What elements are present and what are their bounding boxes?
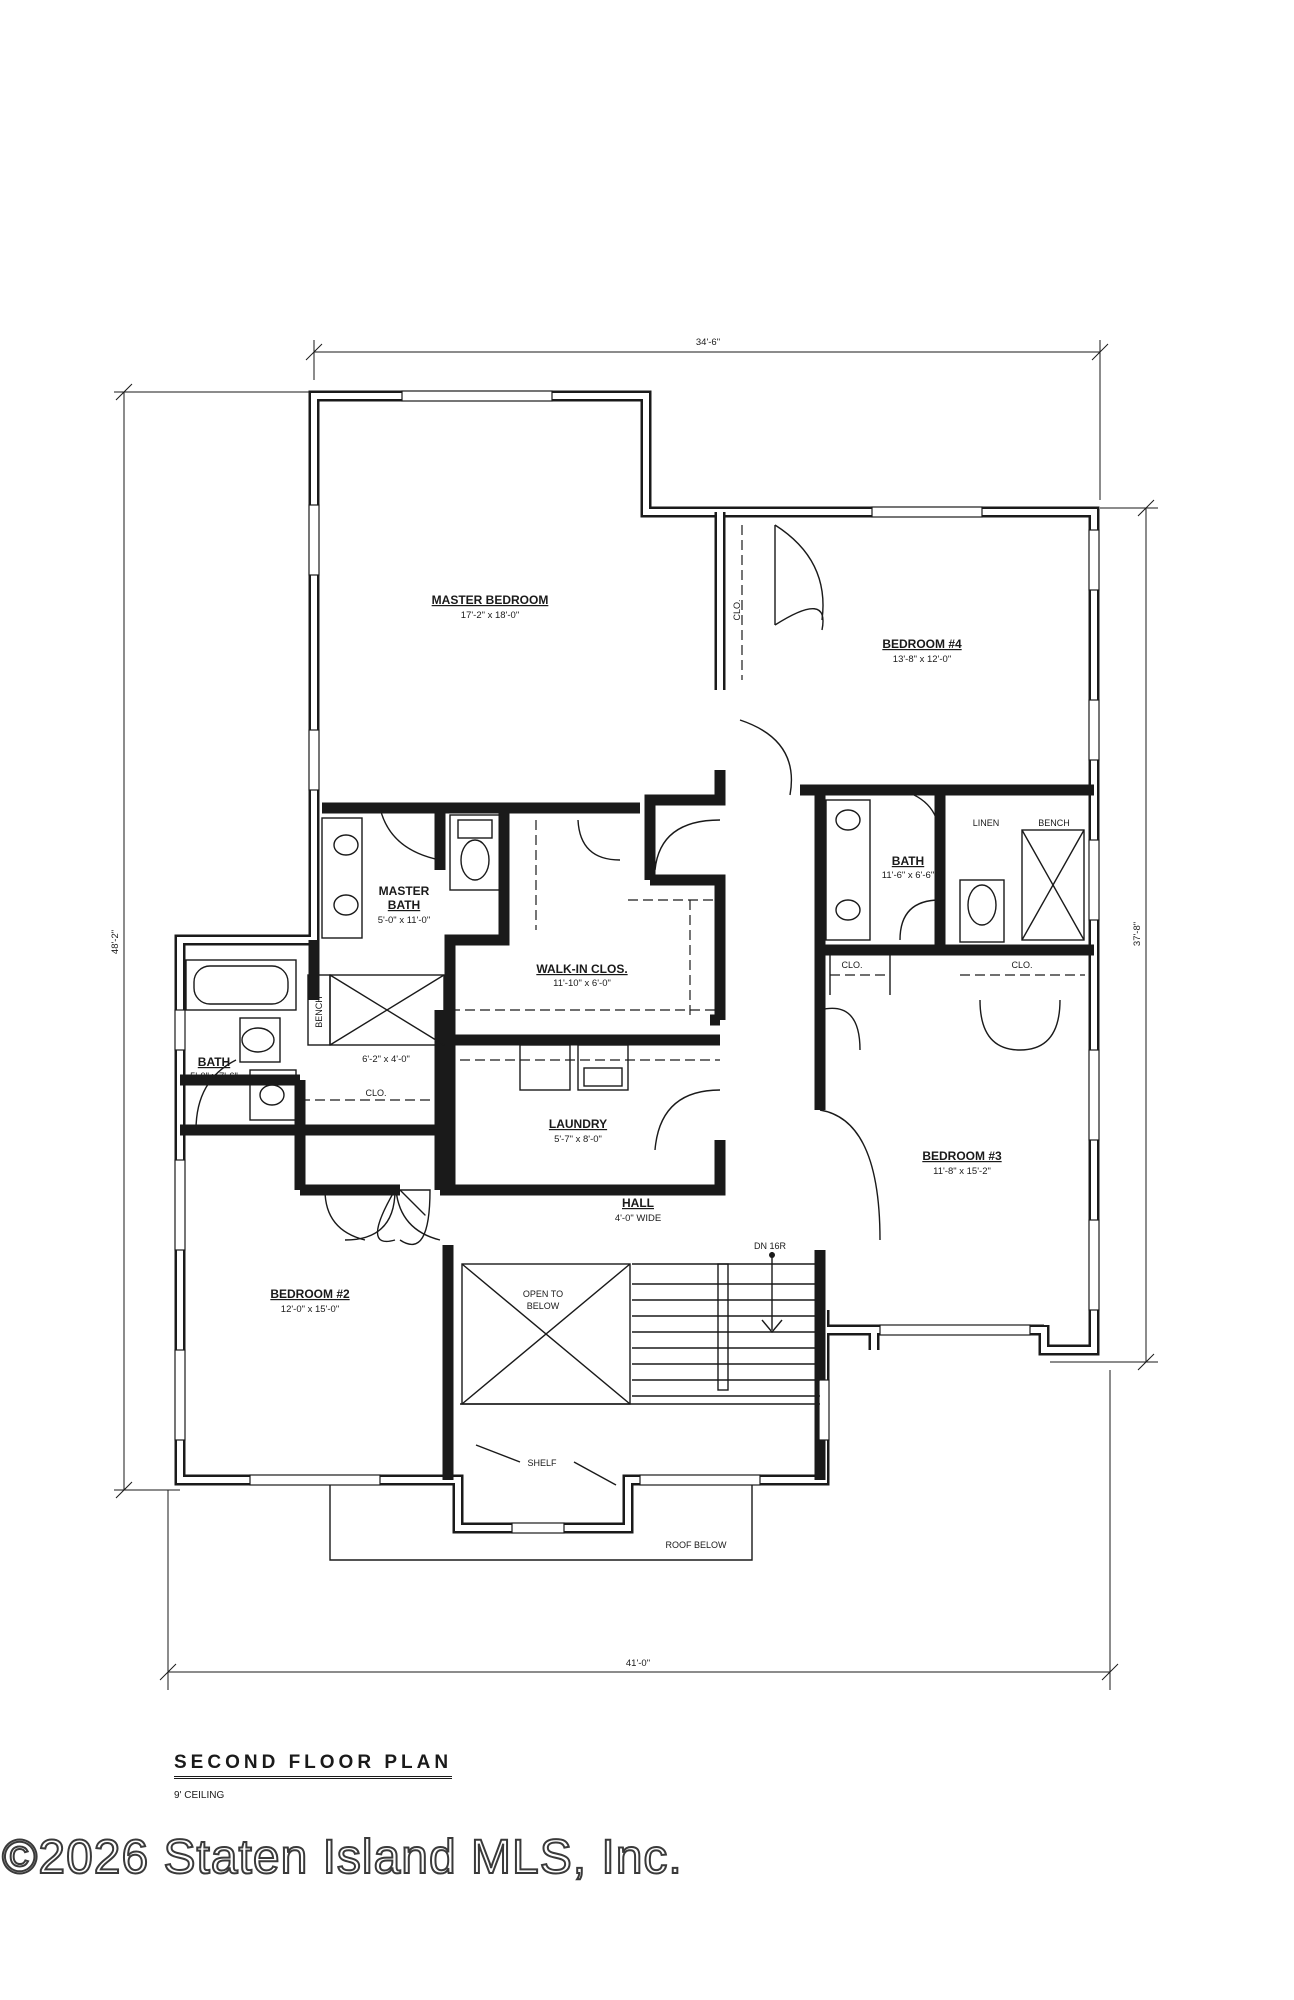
dimension-lines bbox=[114, 340, 1158, 1690]
clo-label-bedroom4: CLO. bbox=[732, 599, 742, 620]
fixture-labels: CLO. BENCH CLO. CLO. CLO. LINEN BENCH OP… bbox=[314, 599, 1070, 1550]
stairs-label: DN 16R bbox=[754, 1241, 787, 1251]
shower-size: 6'-2" x 4'-0" bbox=[362, 1054, 410, 1065]
master-bedroom-label: MASTER BEDROOM bbox=[432, 593, 549, 607]
dim-bottom: 41'-0" bbox=[626, 1658, 650, 1669]
walkin-closet-label: WALK-IN CLOS. bbox=[536, 962, 627, 976]
linen-label: LINEN bbox=[973, 818, 1000, 828]
laundry-size: 5'-7" x 8'-0" bbox=[554, 1134, 602, 1145]
bedroom4-size: 13'-8" x 12'-0" bbox=[893, 654, 951, 665]
dim-top: 34'-6" bbox=[696, 337, 720, 348]
dimension-labels: 34'-6" 41'-0" 48'-2" 37'-8" bbox=[110, 337, 1143, 1669]
walkin-closet-size: 11'-10" x 6'-0" bbox=[553, 978, 611, 989]
east-bath-label: BATH bbox=[892, 854, 924, 868]
bedroom3-size: 11'-8" x 15'-2" bbox=[933, 1166, 991, 1177]
bedroom3-label: BEDROOM #3 bbox=[922, 1149, 1002, 1163]
clo-label-bath-west: CLO. bbox=[365, 1088, 386, 1098]
laundry-label: LAUNDRY bbox=[549, 1117, 607, 1131]
hall-label: HALL bbox=[622, 1196, 654, 1210]
bench-label-east: BENCH bbox=[1038, 818, 1070, 828]
east-bath-size: 11'-6" x 6'-6" bbox=[882, 870, 934, 881]
open-to-label: OPEN TO bbox=[523, 1289, 563, 1299]
below-label: BELOW bbox=[527, 1301, 560, 1311]
stair-treads bbox=[632, 1252, 820, 1397]
hall-size: 4'-0" WIDE bbox=[615, 1213, 661, 1224]
master-bedroom-size: 17'-2" x 18'-0" bbox=[461, 610, 519, 621]
plan-title: SECOND FLOOR PLAN bbox=[174, 1752, 453, 1779]
master-bath-label-2: BATH bbox=[388, 898, 420, 912]
master-bath-size: 5'-0" x 11'-0" bbox=[378, 915, 430, 926]
clo-label-bath-east: CLO. bbox=[841, 960, 862, 970]
windows bbox=[174, 390, 1100, 1534]
master-bath-label: MASTER bbox=[379, 884, 430, 898]
door-swings bbox=[195, 524, 1061, 1246]
closet-shelves bbox=[300, 525, 1085, 1101]
shelf-label: SHELF bbox=[527, 1458, 557, 1468]
clo-label-bedroom3: CLO. bbox=[1011, 960, 1032, 970]
dim-right: 37'-8" bbox=[1132, 922, 1143, 946]
ceiling-note: 9' CEILING bbox=[174, 1790, 225, 1801]
bedroom4-label: BEDROOM #4 bbox=[882, 637, 962, 651]
west-bath-label: BATH bbox=[198, 1055, 230, 1069]
west-bath-size: 5'-0" x 7'-6" bbox=[190, 1071, 238, 1082]
room-labels: MASTER BEDROOM 17'-2" x 18'-0" BEDROOM #… bbox=[190, 593, 1002, 1315]
bedroom2-size: 12'-0" x 15'-0" bbox=[281, 1304, 339, 1315]
fixtures bbox=[185, 799, 1085, 1561]
roof-below-label: ROOF BELOW bbox=[665, 1540, 727, 1550]
interior-walls bbox=[180, 512, 1094, 1480]
bench-label-master: BENCH bbox=[314, 996, 324, 1028]
watermark: ©2026 Staten Island MLS, Inc. bbox=[1, 1830, 683, 1885]
dim-left: 48'-2" bbox=[110, 930, 121, 954]
bedroom2-label: BEDROOM #2 bbox=[270, 1287, 350, 1301]
